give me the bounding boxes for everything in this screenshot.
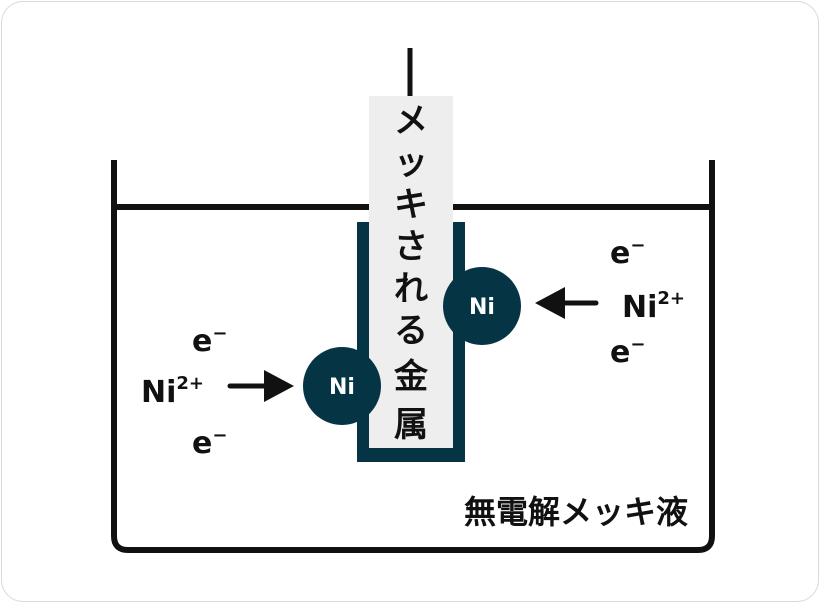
arrow-right-icon — [227, 370, 294, 402]
metal-label-char: ッ — [394, 143, 428, 183]
solution-label: 無電解メッキ液 — [464, 493, 688, 531]
metal-label-char: キ — [394, 185, 428, 225]
metal-label-char: メ — [394, 101, 428, 141]
tank — [111, 160, 715, 553]
electron-label: e− — [610, 334, 645, 370]
ni-atom-left — [303, 347, 381, 425]
metal-label-char: さ — [394, 227, 428, 267]
metal-label-char: れ — [394, 269, 428, 309]
electron-label: e− — [192, 323, 227, 359]
ni-atom-right-label: Ni — [469, 295, 495, 320]
ni-ion-label: Ni2+ — [622, 288, 685, 325]
ni-atom-right — [443, 267, 521, 345]
plated-metal — [369, 96, 453, 448]
metal-label-char: 金 — [393, 357, 429, 397]
metal-label: メ ッ キ さ れ る 金 属 — [393, 101, 429, 445]
metal-label-char: る — [394, 311, 428, 351]
arrow-left-icon — [535, 287, 599, 319]
ni-atom-left-label: Ni — [329, 375, 355, 400]
electron-label: e− — [610, 235, 645, 271]
electron-label: e− — [192, 425, 227, 461]
ni-ion-label: Ni2+ — [141, 373, 204, 410]
metal-label-char: 属 — [394, 405, 428, 445]
